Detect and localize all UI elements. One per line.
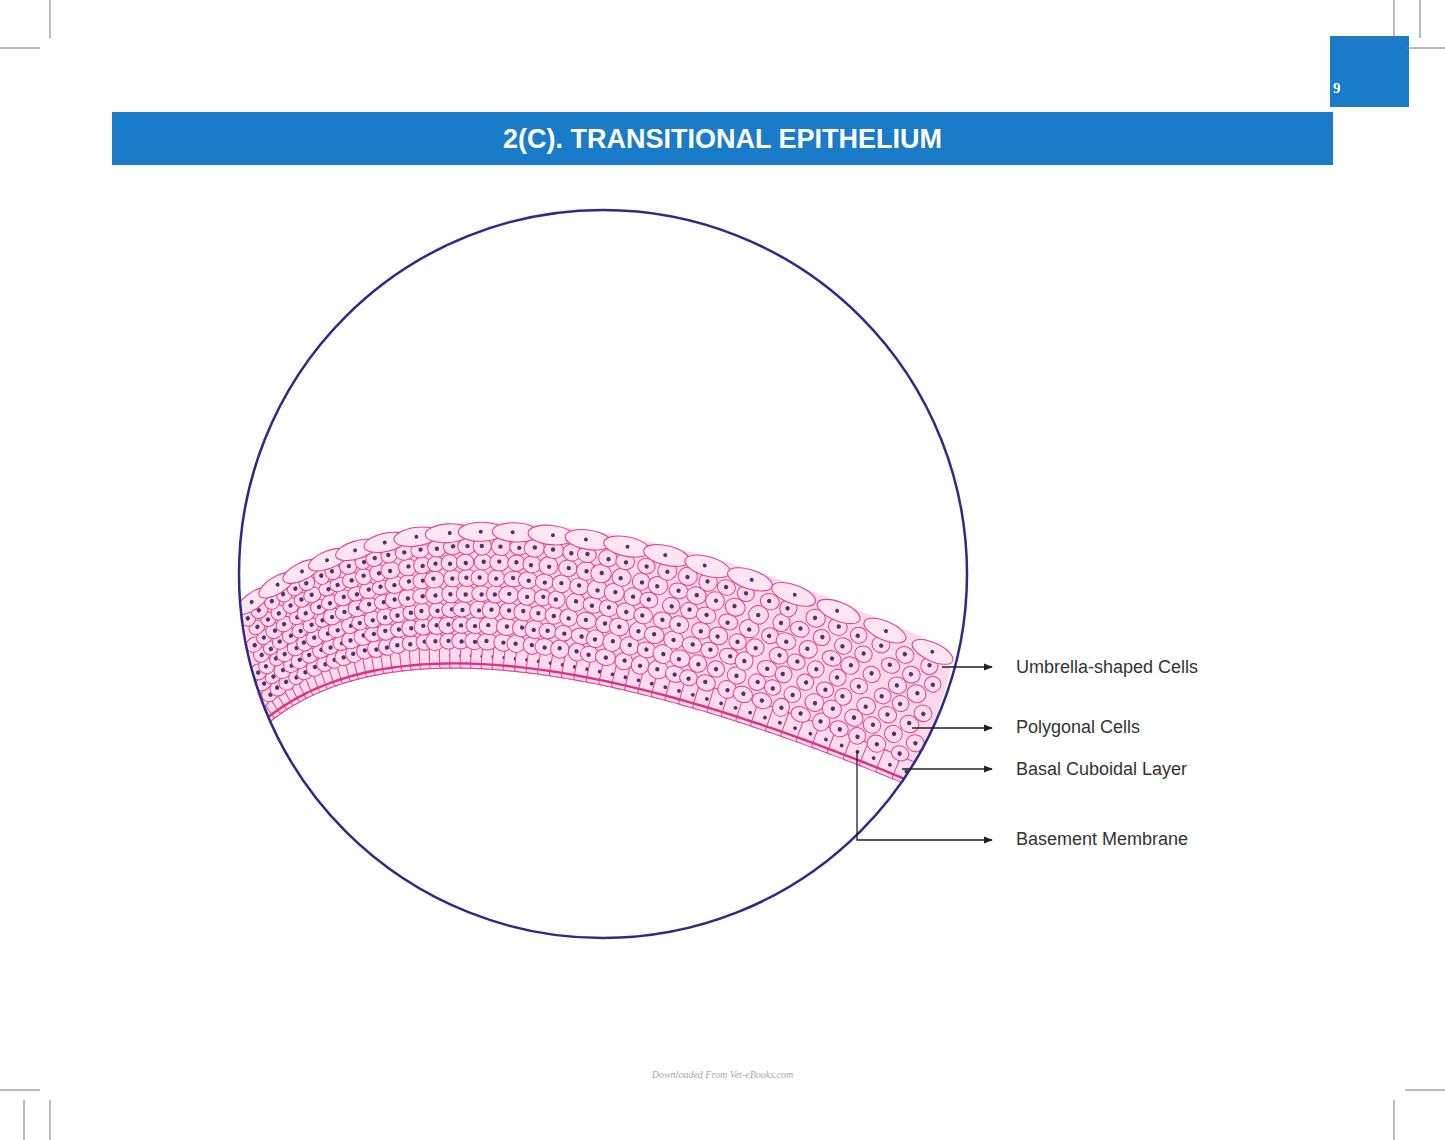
polygonal-cell: [554, 624, 574, 642]
umbrella-cell: [682, 551, 732, 582]
umbrella-cell: [909, 634, 957, 669]
umbrella-cell: [602, 532, 652, 560]
leader-lines: [857, 667, 992, 840]
polygonal-cell: [922, 674, 943, 695]
umbrella-cell: [725, 563, 775, 596]
polygonal-cell: [441, 554, 459, 572]
polygonal-cell: [549, 639, 570, 660]
umbrella-cell: [861, 613, 910, 648]
part-label: Polygonal Cells: [1016, 717, 1140, 738]
page-number: 9: [1333, 80, 1341, 97]
polygonal-cell: [424, 570, 445, 589]
polygonal-cell: [860, 664, 882, 686]
polygonal-cell: [632, 605, 654, 625]
tissue-ground: [240, 523, 951, 777]
microscope-field: [239, 210, 967, 938]
polygonal-cell: [900, 663, 923, 686]
polygonal-cell: [482, 601, 501, 619]
polygonal-cell: [610, 567, 632, 588]
part-label: Umbrella-shaped Cells: [1016, 657, 1198, 678]
polygonal-cell: [471, 569, 489, 586]
polygonal-cell: [558, 559, 579, 578]
watermark: Downloaded From Vet-eBooks.com: [0, 1069, 1445, 1080]
polygonal-cell: [488, 569, 506, 587]
part-label: Basement Membrane: [1016, 829, 1188, 850]
polygonal-cell: [852, 643, 875, 665]
polygonal-cell: [904, 732, 927, 755]
polygonal-cell: [538, 622, 557, 640]
polygonal-cell: [453, 602, 472, 617]
polygonal-cell: [498, 585, 519, 604]
polygonal-cell: [456, 554, 474, 571]
page-number-box: [1330, 36, 1409, 107]
part-label: Basal Cuboidal Layer: [1016, 759, 1187, 780]
umbrella-cell: [814, 594, 863, 628]
basement-membrane: [262, 663, 912, 782]
polygonal-cell: [911, 702, 934, 724]
page-title: 2(C). TRANSITIONAL EPITHELIUM: [112, 124, 1333, 155]
umbrella-cell: [769, 578, 819, 612]
epithelium-illustration: [232, 522, 957, 787]
umbrella-cell: [641, 540, 691, 570]
polygonal-cell: [535, 573, 555, 590]
polygonal-cell: [489, 553, 509, 571]
polygonal-cell: [474, 554, 492, 570]
polygonal-cell: [518, 571, 538, 589]
polygonal-cell: [805, 658, 827, 679]
polygonal-cell: [517, 586, 537, 606]
